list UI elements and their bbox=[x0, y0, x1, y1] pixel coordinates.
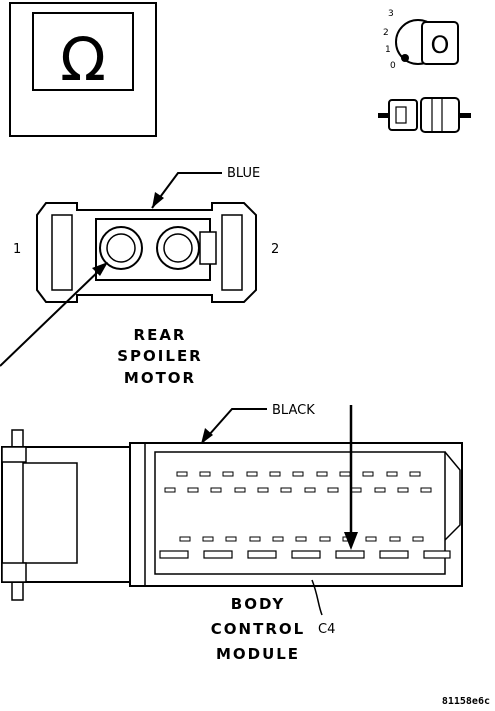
figure-id: 81158e6c bbox=[442, 696, 490, 707]
ignition-key-icon: 3 2 1 0 O bbox=[383, 9, 459, 71]
pin-2-label: 2 bbox=[271, 242, 279, 257]
terminal-row-2 bbox=[164, 487, 432, 493]
connector-1-title-line-2: SPOILER bbox=[117, 347, 202, 365]
key-position-0: 0 bbox=[390, 61, 396, 71]
pin-1-label: 1 bbox=[13, 242, 21, 257]
ohm-symbol-text: Ω bbox=[60, 25, 106, 95]
connector-2-id-label: C4 bbox=[318, 622, 335, 637]
body-control-module-connector: BLACK bbox=[1, 403, 463, 663]
key-position-1: 1 bbox=[385, 45, 391, 55]
connector-2-color-label: BLACK bbox=[272, 403, 315, 418]
key-position-2: 2 bbox=[383, 28, 389, 38]
connector-1-title-line-3: MOTOR bbox=[124, 369, 196, 387]
terminal-row-4 bbox=[159, 550, 451, 559]
ohmmeter-symbol: Ω bbox=[9, 2, 157, 137]
connector-1-title-line-1: REAR bbox=[134, 326, 187, 344]
key-position-3: 3 bbox=[388, 9, 394, 19]
connector-glyph-icon bbox=[378, 97, 471, 133]
key-letter: O bbox=[431, 31, 450, 59]
connector-1-color-label: BLUE bbox=[227, 166, 260, 181]
rear-spoiler-motor-connector: BLUE 1 2 REAR SPOILER MOTOR bbox=[0, 166, 279, 387]
connector-2-title-line-2: CONTROL bbox=[211, 620, 305, 638]
connector-2-title-line-3: MODULE bbox=[216, 645, 300, 663]
connector-2-title-line-1: BODY bbox=[231, 595, 285, 613]
terminal-row-1 bbox=[176, 471, 421, 477]
